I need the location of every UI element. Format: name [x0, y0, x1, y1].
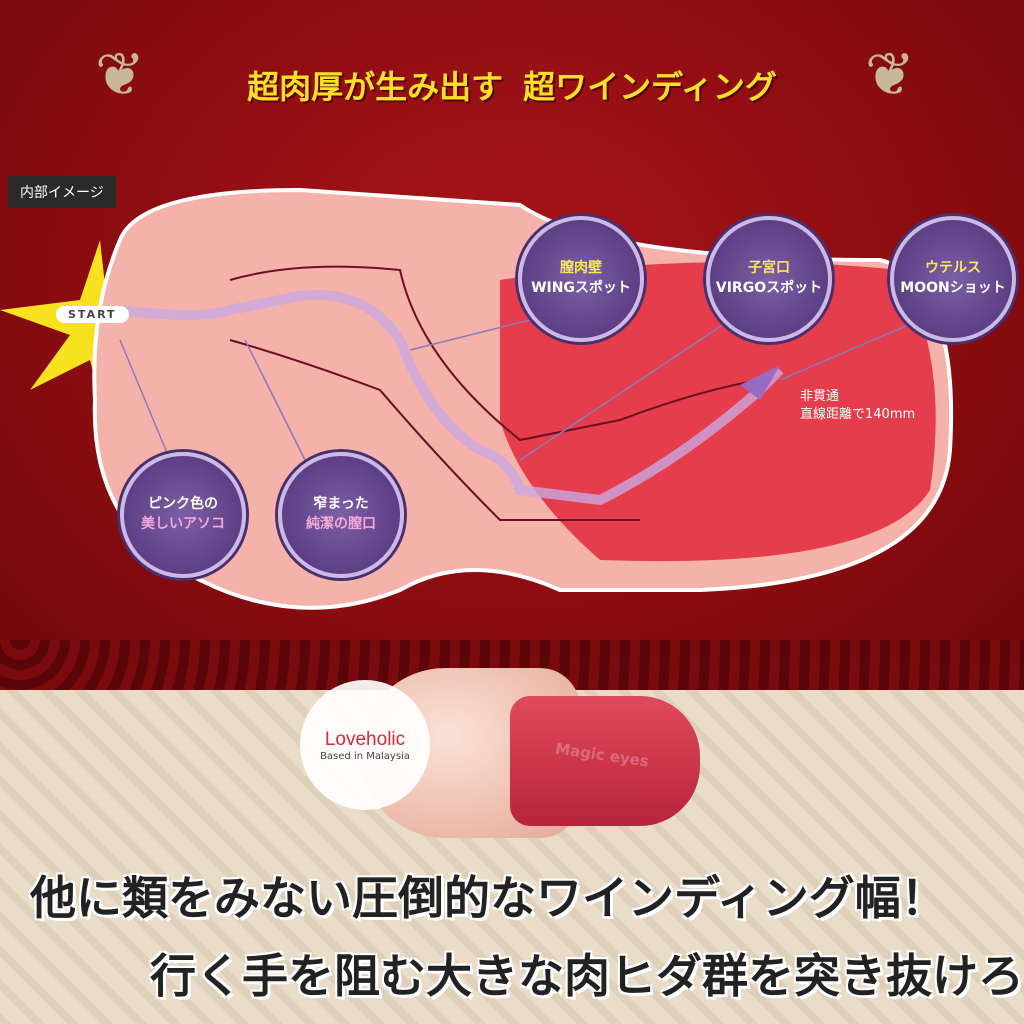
length-note: 非貫通直線距離で140mm [800, 388, 915, 424]
callout-text: MOONショット [900, 280, 1006, 296]
callout-title: 膣肉壁 [560, 260, 602, 277]
watermark-logo: Loveholic Based in Malaysia [300, 680, 430, 810]
title-part2: 超ワインディング [523, 68, 777, 106]
callout-moon-shot: ウテルス MOONショット [890, 216, 1016, 342]
end-arrow-icon [740, 365, 780, 400]
callout-virgo-spot: 子宮口 VIRGOスポット [706, 216, 832, 342]
callout-wing-spot: 膣肉壁 WINGスポット [518, 216, 644, 342]
ornament-right-icon: ❦ [864, 40, 916, 110]
callout-entrance: ピンク色の美しいアソコ [120, 452, 246, 578]
slogan-line2: 行く手を阻む大きな肉ヒダ群を突き抜けろ！ [150, 949, 1024, 1003]
product-case: Magic eyes [510, 696, 700, 826]
leader-line [119, 339, 171, 461]
callout-text: ピンク色の [148, 496, 218, 513]
inner-red-region [500, 262, 936, 562]
brand-mark: Magic eyes [554, 739, 650, 771]
callout-title: 子宮口 [748, 260, 790, 277]
start-burst-icon [0, 240, 110, 400]
leader-line [779, 319, 921, 381]
callout-text: WINGスポット [531, 280, 631, 296]
note-line2: 直線距離で140mm [800, 407, 916, 423]
callout-title: 美しいアソコ [141, 516, 225, 532]
slogan-line1: 他に類をみない圧倒的なワインディング幅！ [30, 871, 947, 925]
watermark-sub: Based in Malaysia [320, 750, 410, 762]
callout-narrow-entrance: 窄まった純潔の膣口 [278, 452, 404, 578]
page-title: 超肉厚が生み出す超ワインディング [0, 62, 1024, 108]
canal-path [119, 290, 784, 506]
callout-text: 窄まった [313, 496, 369, 513]
internal-image-tag: 内部イメージ [8, 176, 116, 208]
canal-outline [229, 265, 761, 521]
leader-line [519, 319, 731, 461]
note-line1: 非貫通 [800, 389, 840, 404]
callout-title: ウテルス [925, 260, 981, 277]
callout-text: VIRGOスポット [715, 280, 823, 296]
watermark-name: Loveholic [324, 728, 406, 750]
leader-line [409, 319, 531, 351]
start-label: START [56, 306, 129, 323]
ornament-left-icon: ❦ [94, 40, 146, 110]
callout-title: 純潔の膣口 [306, 516, 376, 532]
leader-line [244, 339, 306, 461]
title-part1: 超肉厚が生み出す [247, 68, 504, 106]
